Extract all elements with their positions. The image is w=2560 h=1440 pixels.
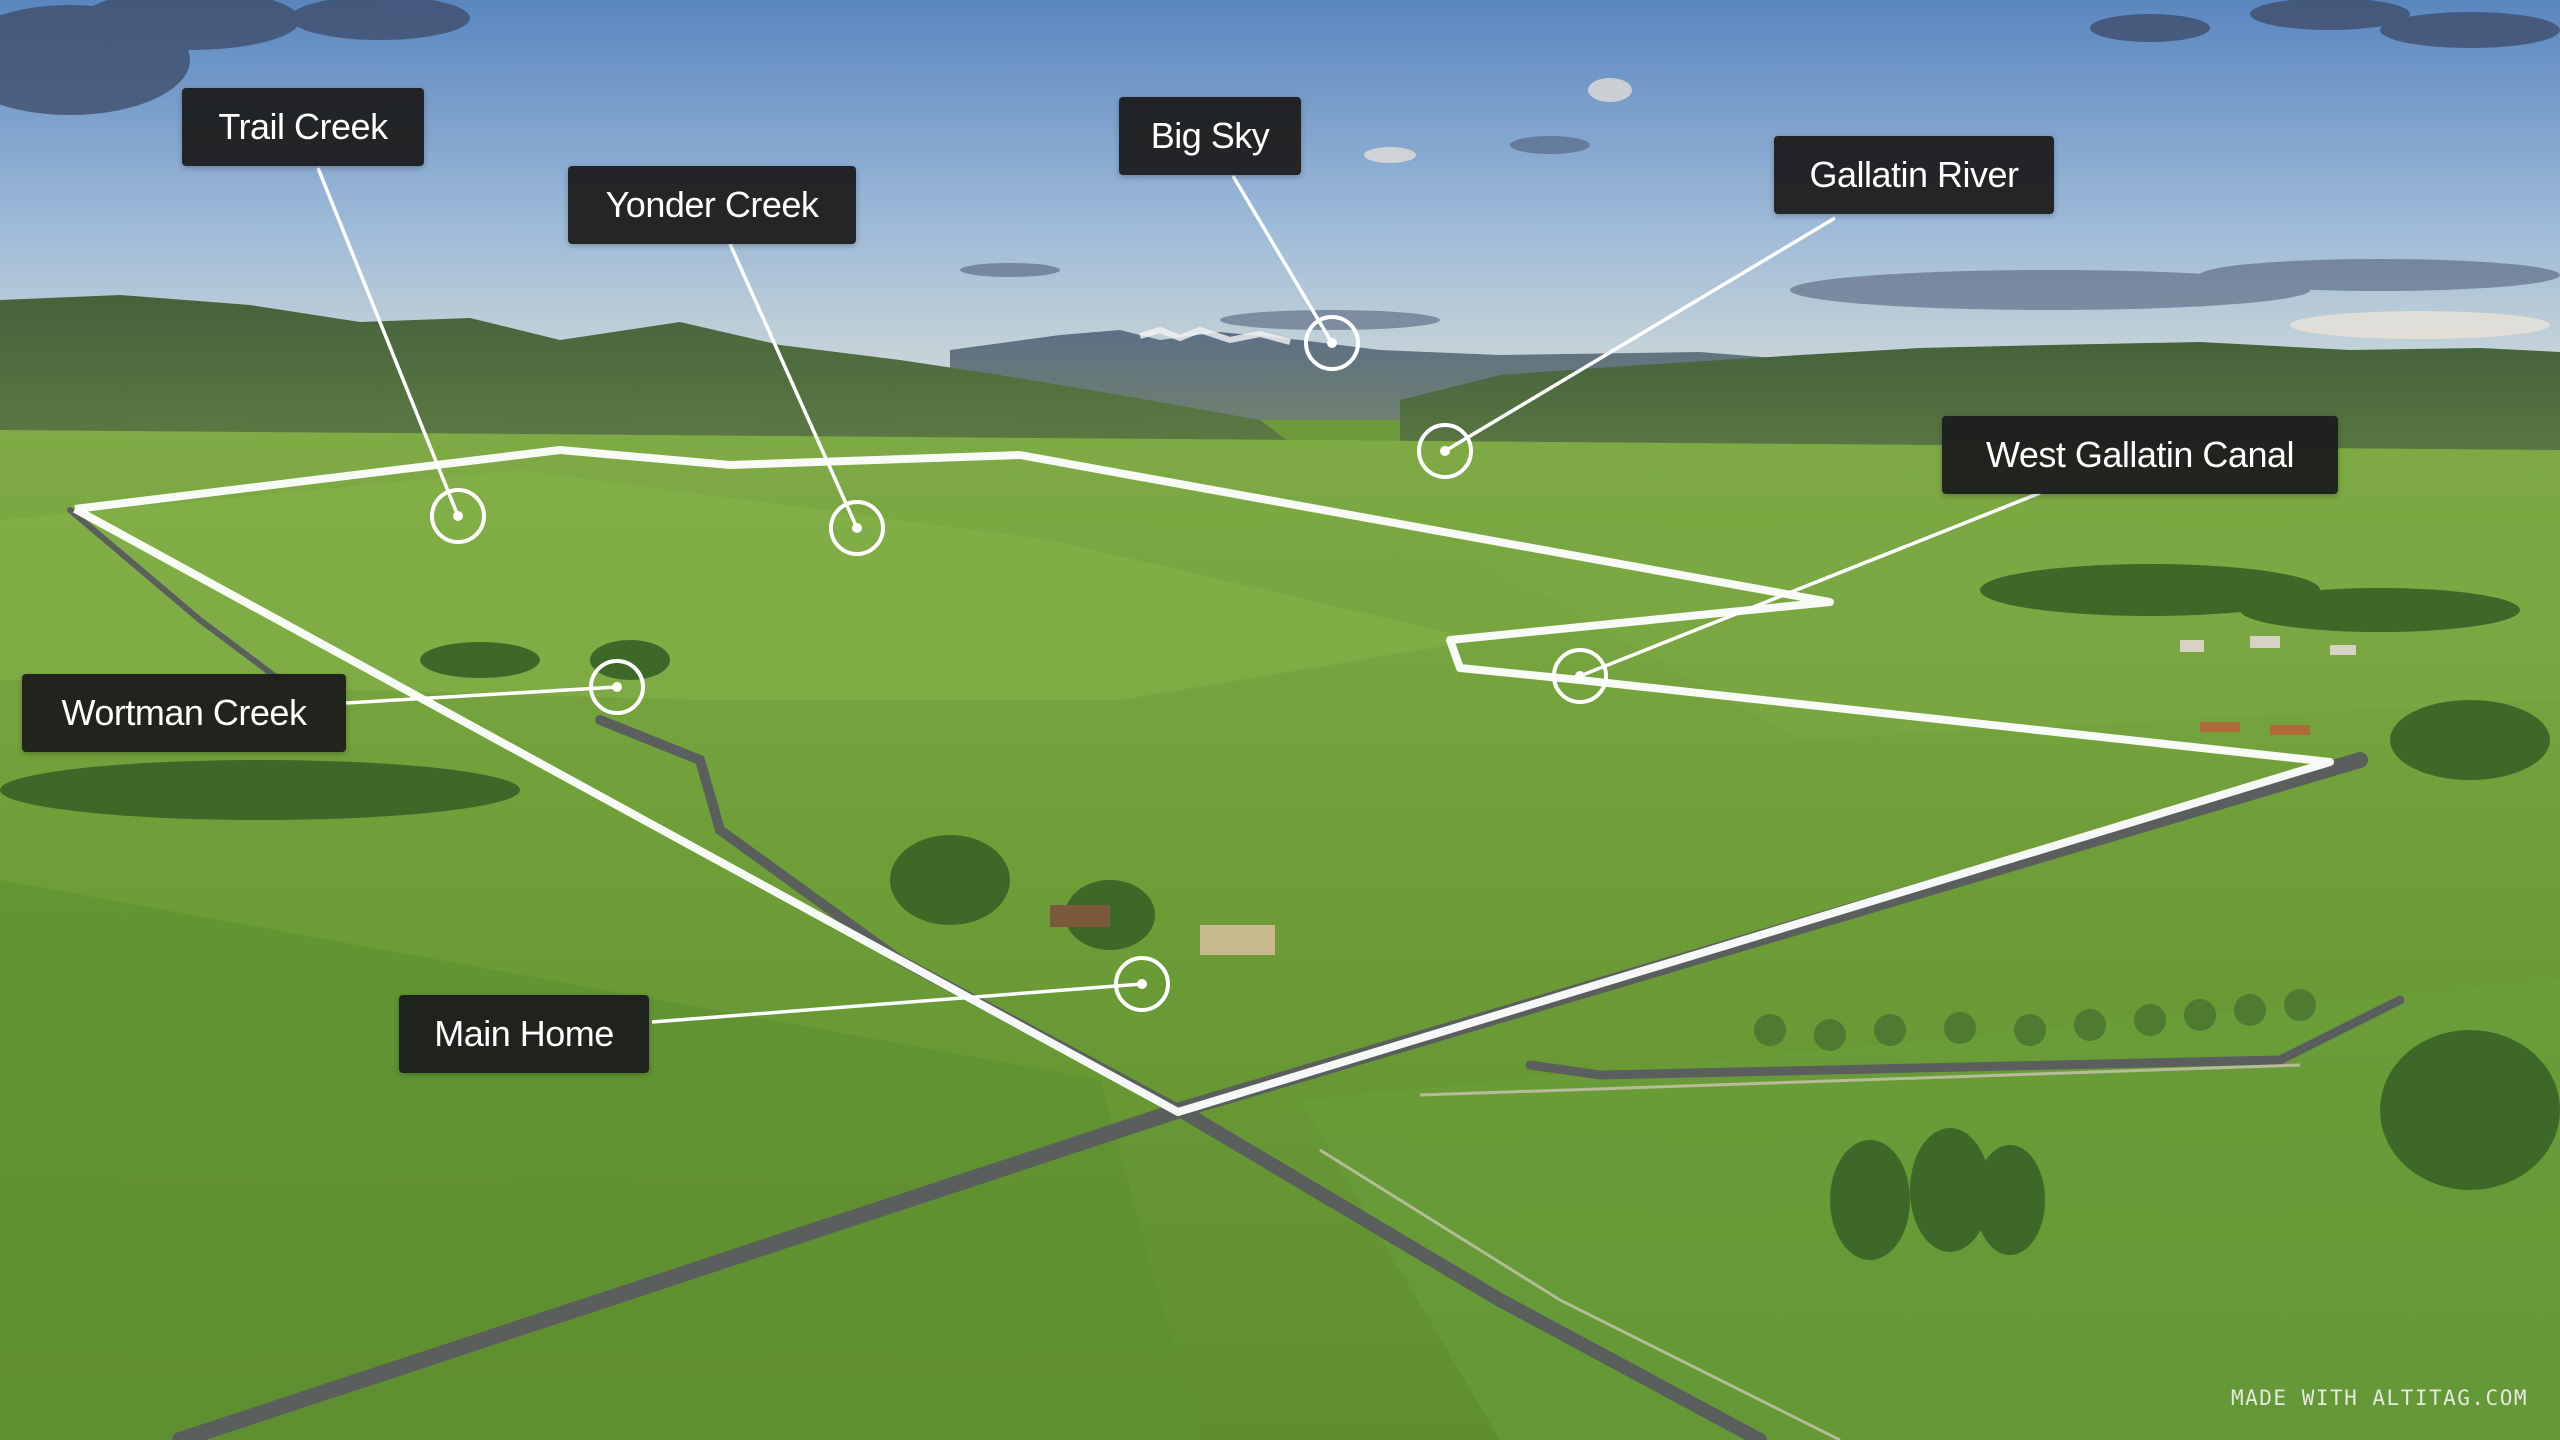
target-ring-gallatin-river bbox=[1417, 423, 1473, 479]
label-west-gallatin-canal: West Gallatin Canal bbox=[1942, 416, 2338, 494]
target-ring-west-gallatin-canal bbox=[1552, 648, 1608, 704]
tree-lines bbox=[0, 564, 2560, 1260]
label-wortman-creek: Wortman Creek bbox=[22, 674, 346, 752]
target-ring-wortman-creek bbox=[589, 659, 645, 715]
label-yonder-creek: Yonder Creek bbox=[568, 166, 856, 244]
callout-leaders bbox=[316, 167, 2041, 1024]
label-big-sky: Big Sky bbox=[1119, 97, 1301, 175]
target-ring-trail-creek bbox=[430, 488, 486, 544]
callout-targets bbox=[430, 315, 1608, 1012]
target-ring-yonder-creek bbox=[829, 500, 885, 556]
buildings bbox=[1050, 636, 2356, 955]
clouds bbox=[0, 0, 2560, 115]
label-trail-creek: Trail Creek bbox=[182, 88, 424, 166]
label-gallatin-river: Gallatin River bbox=[1774, 136, 2054, 214]
target-ring-main-home bbox=[1114, 956, 1170, 1012]
left-mountains bbox=[0, 295, 1300, 450]
cloud-band bbox=[960, 136, 2560, 330]
watermark: MADE WITH ALTITAG.COM bbox=[2230, 1386, 2528, 1410]
property-boundary bbox=[73, 446, 2334, 1116]
label-main-home: Main Home bbox=[399, 995, 649, 1073]
target-ring-big-sky bbox=[1304, 315, 1360, 371]
